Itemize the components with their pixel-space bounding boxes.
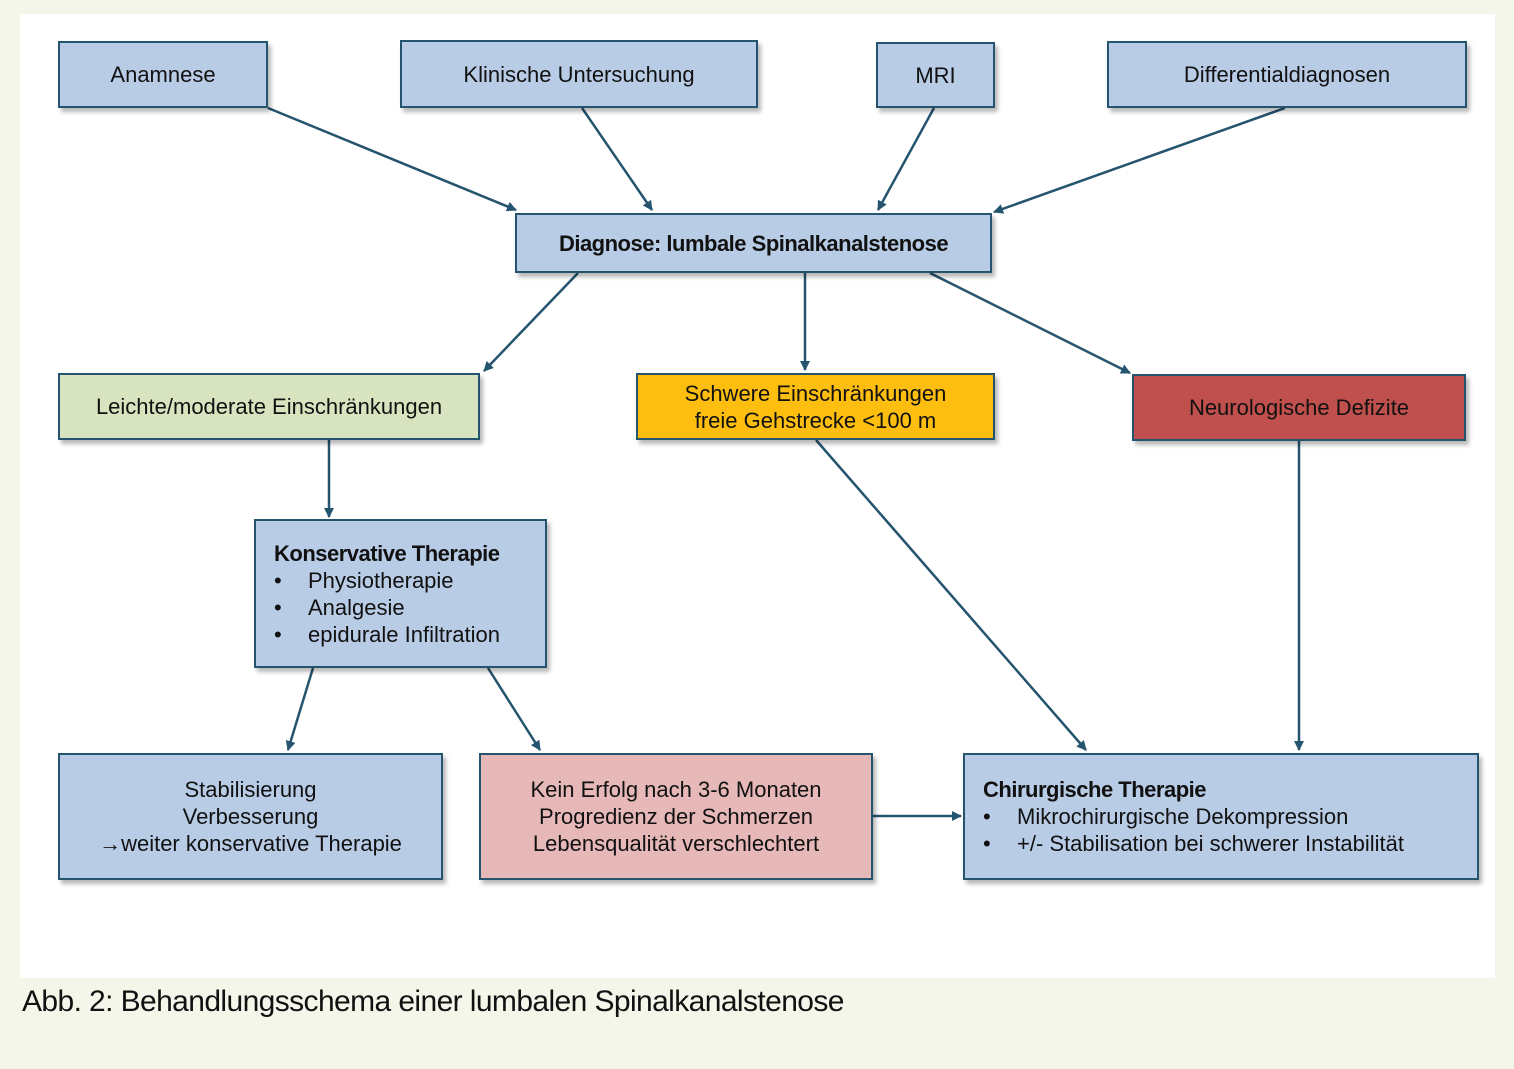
node-severe-restrictions: Schwere Einschränkungen freie Gehstrecke… <box>636 373 995 440</box>
node-label: Anamnese <box>110 62 216 87</box>
bullet-icon: • <box>274 621 282 647</box>
node-klinische-untersuchung: Klinische Untersuchung <box>400 40 758 108</box>
bullet-icon: • <box>983 831 991 856</box>
list-item: •Analgesie <box>274 594 405 620</box>
node-surgical-therapy: Chirurgische Therapie •Mikrochirurgische… <box>963 753 1479 880</box>
node-title: Chirurgische Therapie <box>983 777 1207 802</box>
node-title: Konservative Therapie <box>274 540 500 566</box>
node-label: Diagnose: lumbale Spinalkanalstenose <box>558 230 949 256</box>
node-anamnese: Anamnese <box>58 41 268 108</box>
list-item: •Physiotherapie <box>274 567 454 593</box>
node-outcome-stabilization: Stabilisierung Verbesserung →weiter kons… <box>58 753 443 880</box>
node-mild-restrictions: Leichte/moderate Einschränkungen <box>58 373 480 440</box>
node-label: Klinische Untersuchung <box>463 61 695 87</box>
node-label-line2: freie Gehstrecke <100 m <box>694 407 937 433</box>
list-item: •+/- Stabilisation bei schwerer Instabil… <box>983 831 1405 856</box>
list-item: •Mikrochirurgische Dekompression <box>983 804 1349 829</box>
node-diagnose: Diagnose: lumbale Spinalkanalstenose <box>515 213 992 273</box>
bullet-icon: • <box>983 804 991 829</box>
bullet-icon: • <box>274 567 282 593</box>
figure-caption: Abb. 2: Behandlungsschema einer lumbalen… <box>22 985 844 1018</box>
node-label: Differentialdiagnosen <box>1183 62 1391 87</box>
node-outcome-failure: Kein Erfolg nach 3-6 Monaten Progredienz… <box>479 753 873 880</box>
list-item: •epidurale Infiltration <box>274 621 501 647</box>
node-label: Leichte/moderate Einschränkungen <box>95 394 443 419</box>
node-conservative-therapy: Konservative Therapie •Physiotherapie •A… <box>254 519 547 668</box>
node-mri: MRI <box>876 42 995 108</box>
bullet-icon: • <box>274 594 282 620</box>
node-label: MRI <box>915 62 956 88</box>
node-neurological-deficits: Neurologische Defizite <box>1132 374 1466 441</box>
node-label-line1: Schwere Einschränkungen <box>684 380 947 406</box>
node-label: Neurologische Defizite <box>1188 395 1410 420</box>
node-differentialdiagnosen: Differentialdiagnosen <box>1107 41 1467 108</box>
